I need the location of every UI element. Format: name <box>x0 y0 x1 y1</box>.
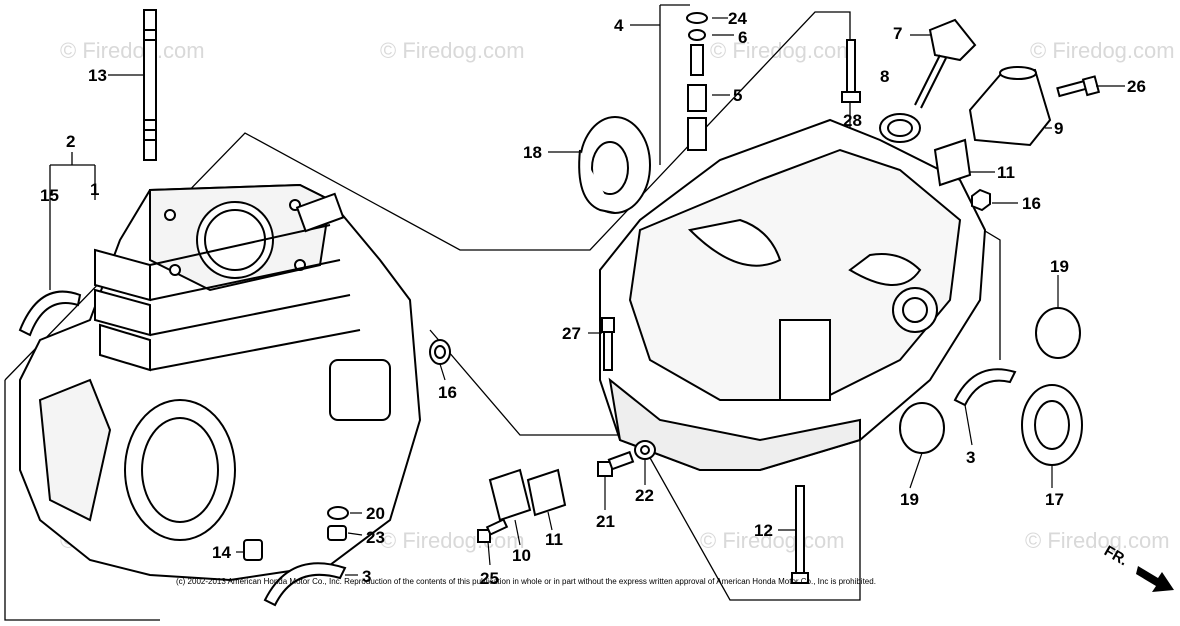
dowel-14 <box>243 539 263 561</box>
callout-27: 27 <box>562 324 581 343</box>
callout-17: 17 <box>1045 490 1064 509</box>
callout-22: 22 <box>635 486 654 505</box>
callout-10: 10 <box>512 546 531 565</box>
callout-16-right: 16 <box>1022 194 1041 213</box>
callout-15: 15 <box>40 186 59 205</box>
o-ring <box>879 113 921 143</box>
callout-19-upper: 19 <box>1050 257 1069 276</box>
o-ring-20 <box>327 506 349 520</box>
washer-22 <box>634 440 656 460</box>
half-bearing-shell-right <box>953 368 1017 407</box>
oil-seal-side <box>1021 384 1083 466</box>
callout-9: 9 <box>1054 119 1063 138</box>
oil-filler-cap <box>914 18 977 109</box>
callout-1: 1 <box>90 180 99 199</box>
front-arrow-icon <box>1136 566 1174 592</box>
plug-cap-lower <box>899 402 945 454</box>
gasket-lower <box>526 468 567 517</box>
bolt-28 <box>841 39 861 103</box>
stud-bolt <box>143 9 157 161</box>
callout-21: 21 <box>596 512 615 531</box>
callout-24: 24 <box>728 9 747 28</box>
watermark-text: © Firedog.com <box>380 528 525 553</box>
bolt-25 <box>477 518 509 543</box>
callout-3-right: 3 <box>966 448 975 467</box>
callout-5: 5 <box>733 86 742 105</box>
callout-25: 25 <box>480 569 499 588</box>
plug-cap-upper <box>1035 307 1081 359</box>
callout-7: 7 <box>893 24 902 43</box>
cylinder-block <box>19 183 422 582</box>
governor-parts <box>686 12 708 151</box>
callout-4: 4 <box>614 16 624 35</box>
breather-plate <box>488 468 532 522</box>
watermark-text: © Firedog.com <box>380 38 525 63</box>
callout-13: 13 <box>88 66 107 85</box>
callout-8: 8 <box>880 67 889 86</box>
watermark-text: © Firedog.com <box>1030 38 1175 63</box>
bolt-12 <box>791 485 809 584</box>
watermark-text: © Firedog.com <box>60 38 205 63</box>
watermark-text: © Firedog.com <box>710 38 855 63</box>
callout-20: 20 <box>366 504 385 523</box>
gasket-upper <box>933 138 972 187</box>
callout-3-lower: 3 <box>362 567 371 586</box>
flange-nut <box>971 188 991 212</box>
bolt-26 <box>1056 75 1101 98</box>
copyright-notice: (c) 2002-2013 American Honda Motor Co., … <box>176 577 876 586</box>
callout-12: 12 <box>754 521 773 540</box>
dowel-23 <box>327 525 347 541</box>
callout-2: 2 <box>66 132 75 151</box>
callout-26: 26 <box>1127 77 1146 96</box>
callout-6: 6 <box>738 28 747 47</box>
callout-19-lower: 19 <box>900 490 919 509</box>
boundary-lines <box>4 4 1001 621</box>
breather-tube <box>968 66 1052 147</box>
watermark-text: © Firedog.com <box>700 528 845 553</box>
washer-16 <box>429 339 451 365</box>
callout-18: 18 <box>523 143 542 162</box>
callout-11-lower: 11 <box>545 530 563 549</box>
callout-23: 23 <box>366 528 385 547</box>
callout-16-mid: 16 <box>438 383 457 402</box>
callout-14: 14 <box>212 543 231 562</box>
callout-11-upper: 11 <box>997 163 1015 182</box>
half-bearing-shell <box>18 290 82 337</box>
oil-seal <box>578 116 651 214</box>
bolt-21 <box>597 450 635 477</box>
crankcase <box>599 118 987 471</box>
half-bearing-shell-lower <box>263 562 347 607</box>
callout-labels: 24 6 4 5 7 26 8 28 9 13 18 11 16 2 15 1 … <box>40 9 1146 588</box>
callout-28: 28 <box>843 111 862 130</box>
bolt-27 <box>601 317 615 371</box>
watermark-text: © Firedog.com <box>1025 528 1170 553</box>
leader-lines <box>108 17 1125 576</box>
